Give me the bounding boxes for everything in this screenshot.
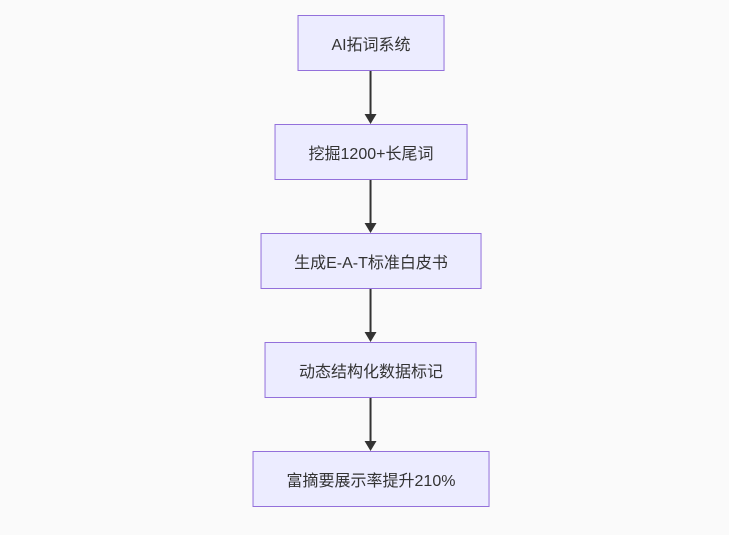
arrow-line — [370, 289, 372, 332]
flow-node-ai-word-expansion: AI拓词系统 — [297, 15, 445, 71]
arrow-down-icon — [365, 332, 377, 342]
arrow-down-icon — [365, 223, 377, 233]
flow-node-rich-snippet-rate: 富摘要展示率提升210% — [252, 451, 490, 507]
arrow-down-icon — [365, 441, 377, 451]
flowchart: AI拓词系统 挖掘1200+长尾词 生成E-A-T标准白皮书 动态结构化数据标记… — [252, 15, 490, 507]
flow-node-longtail-keywords: 挖掘1200+长尾词 — [274, 124, 468, 180]
flow-edge-3 — [365, 289, 377, 342]
arrow-line — [370, 71, 372, 114]
flow-edge-4 — [365, 398, 377, 451]
flow-edge-2 — [365, 180, 377, 233]
arrow-down-icon — [365, 114, 377, 124]
flow-edge-1 — [365, 71, 377, 124]
arrow-line — [370, 180, 372, 223]
flow-node-structured-data-markup: 动态结构化数据标记 — [264, 342, 477, 398]
flow-node-eat-whitepaper: 生成E-A-T标准白皮书 — [260, 233, 482, 289]
arrow-line — [370, 398, 372, 441]
